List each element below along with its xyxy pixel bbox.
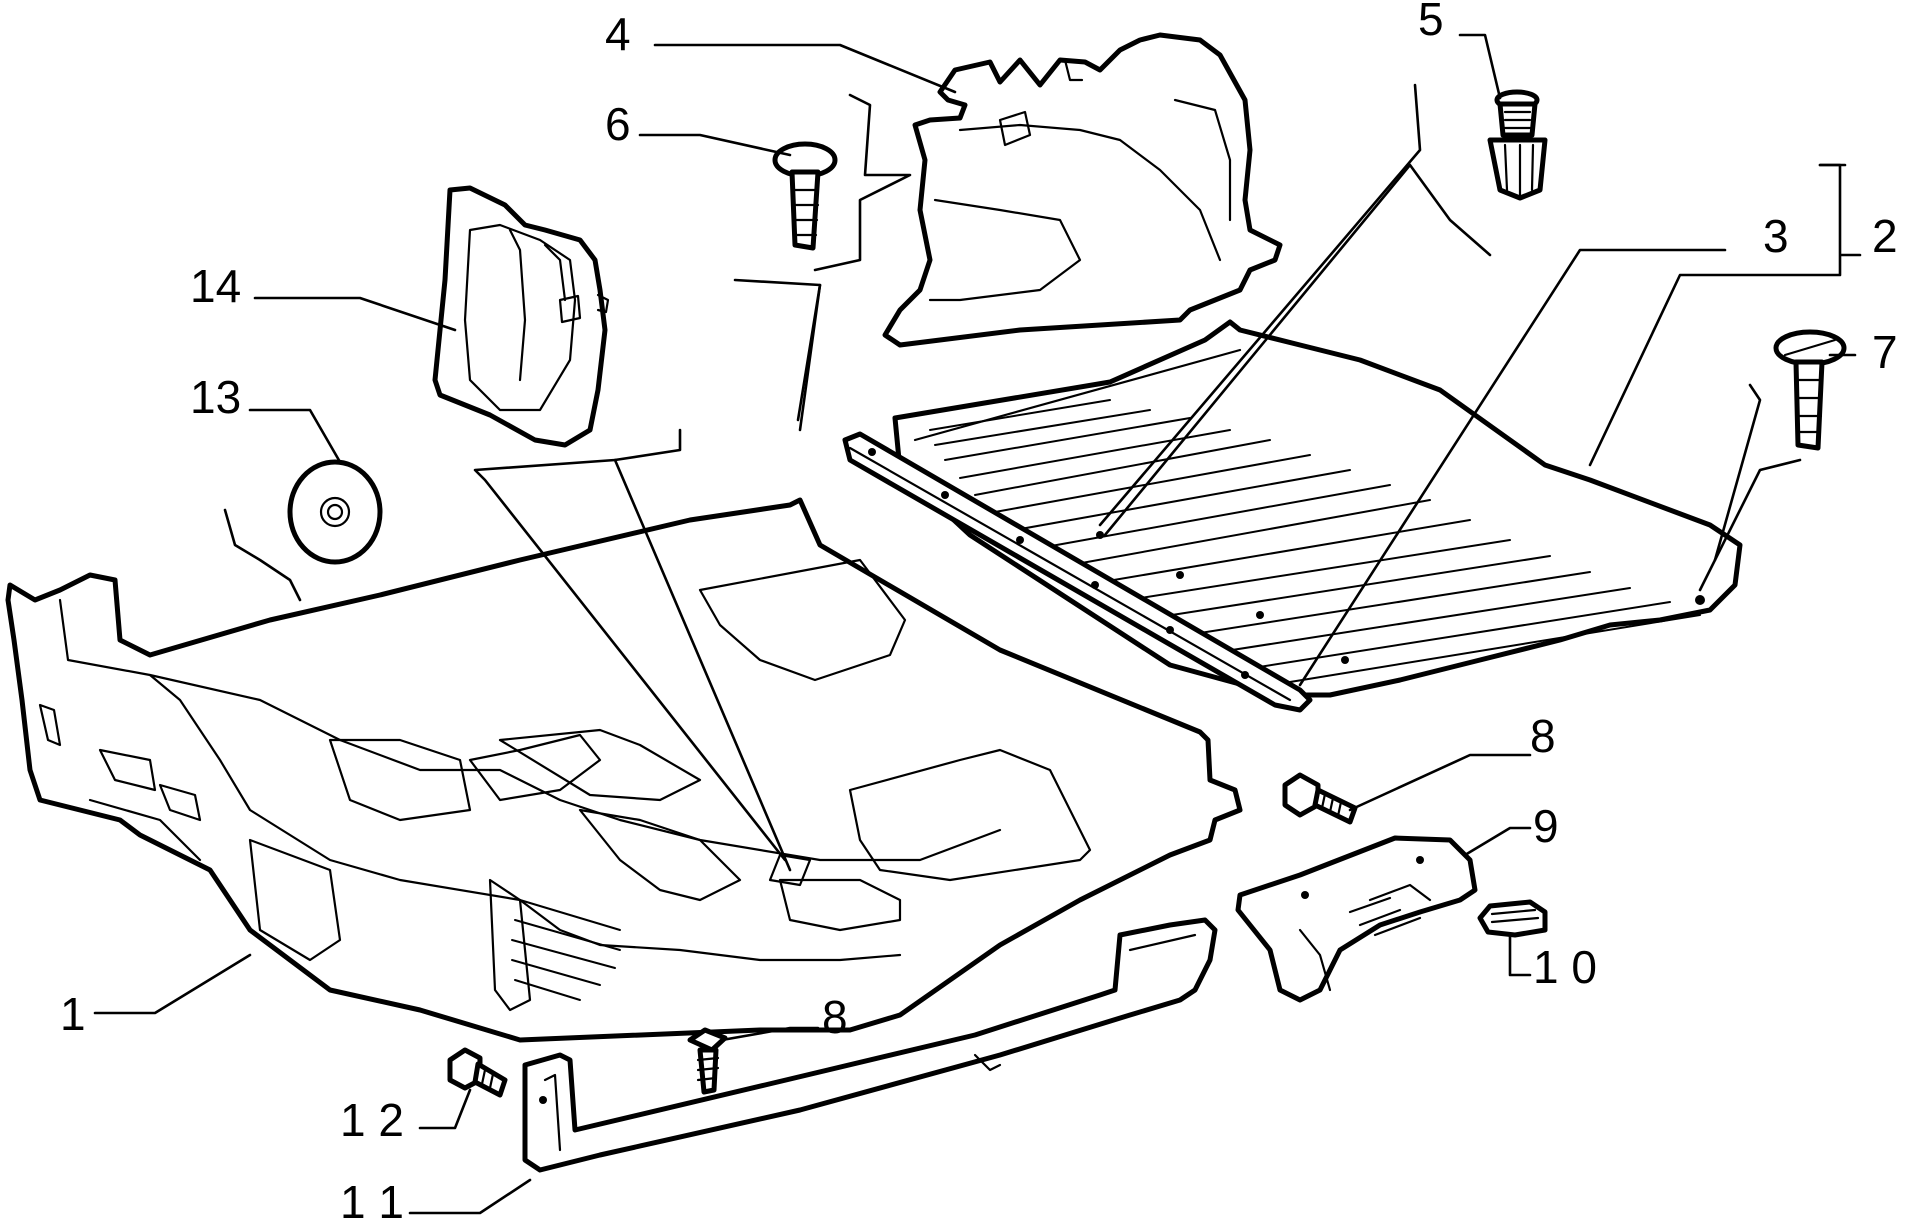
callout-14: 14 bbox=[190, 260, 241, 312]
part-trim-cover bbox=[432, 185, 610, 448]
callout-12: 1 2 bbox=[340, 1094, 404, 1146]
part-rear-load-mat bbox=[842, 319, 1743, 713]
callout-2: 2 bbox=[1872, 210, 1898, 262]
part-side-trim-panel bbox=[882, 32, 1283, 348]
callout-9: 9 bbox=[1533, 800, 1559, 852]
callout-8-upper: 8 bbox=[1530, 710, 1556, 762]
callout-10: 1 0 bbox=[1533, 941, 1597, 993]
callout-13: 13 bbox=[190, 371, 241, 423]
callout-5: 5 bbox=[1418, 0, 1444, 45]
callout-labels: 1 2 3 4 5 6 7 8 8 9 1 0 1 1 1 2 13 14 bbox=[60, 0, 1898, 1221]
callout-8-lower: 8 bbox=[822, 991, 848, 1043]
callout-3: 3 bbox=[1763, 210, 1789, 262]
part-bolt-12 bbox=[447, 1047, 508, 1098]
part-push-clip-7 bbox=[1773, 329, 1847, 451]
callout-1: 1 bbox=[60, 988, 86, 1040]
callout-11: 1 1 bbox=[340, 1176, 404, 1221]
part-round-cap bbox=[287, 459, 383, 565]
callout-6: 6 bbox=[605, 98, 631, 150]
leader-lines bbox=[93, 33, 1862, 1215]
part-bolt-8-upper bbox=[1282, 772, 1358, 825]
part-push-clip-6 bbox=[772, 141, 838, 251]
part-fastener-5 bbox=[1487, 89, 1548, 201]
part-plug-10 bbox=[1477, 899, 1548, 938]
part-bracket-9 bbox=[1235, 835, 1478, 1003]
part-screw-8-lower bbox=[687, 1027, 728, 1095]
callout-7: 7 bbox=[1872, 326, 1898, 378]
part-sill-moulding bbox=[522, 917, 1218, 1173]
part-floor-carpet bbox=[5, 497, 1243, 1043]
callout-4: 4 bbox=[605, 8, 631, 60]
